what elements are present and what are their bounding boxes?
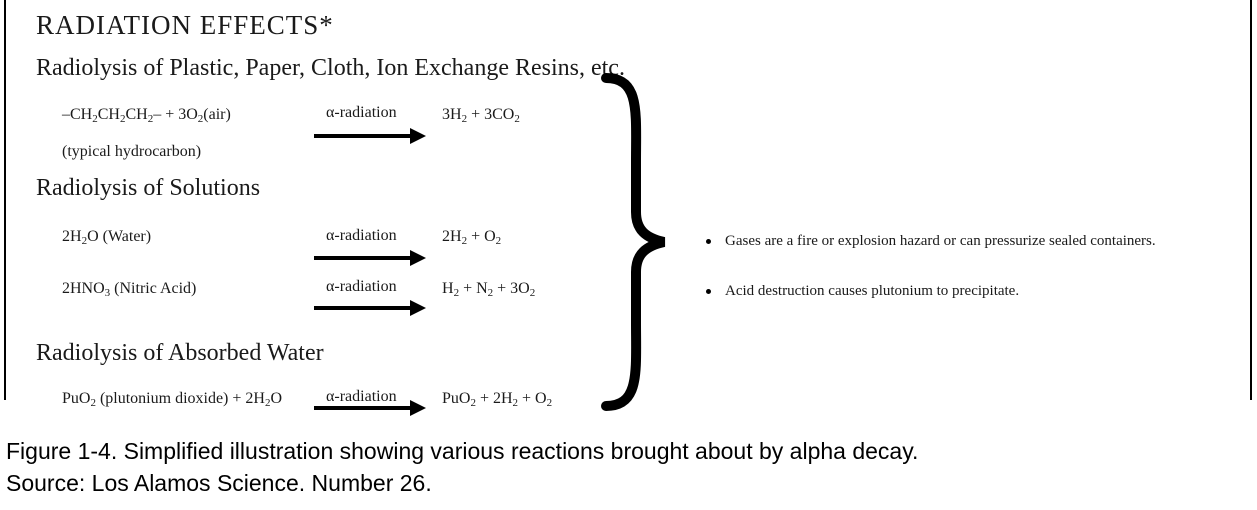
reactant-nitric-acid: 2HNO3 (Nitric Acid) [62, 280, 197, 299]
arrow-label: α-radiation [326, 388, 397, 405]
arrow-label: α-radiation [326, 278, 397, 295]
bullet-icon [706, 289, 711, 295]
product-hydrocarbon: 3H2 + 3CO2 [442, 106, 520, 125]
product-nitric-acid: H2 + N2 + 3O2 [442, 280, 536, 299]
section-heading-plastic: Radiolysis of Plastic, Paper, Cloth, Ion… [36, 55, 625, 81]
reactant-hydrocarbon: –CH2CH2CH2– + 3O2(air) [62, 106, 231, 125]
bullet-text: Gases are a fire or explosion hazard or … [725, 233, 1156, 249]
bullet-text: Acid destruction causes plutonium to pre… [725, 283, 1020, 299]
figure-caption: Figure 1-4. Simplified illustration show… [6, 438, 919, 464]
bullet-item: Gases are a fire or explosion hazard or … [706, 233, 1156, 250]
arrow-label: α-radiation [326, 104, 397, 121]
page-title: RADIATION EFFECTS* [36, 10, 334, 40]
reaction-arrow [314, 250, 426, 266]
reactant-plutonium-dioxide: PuO2 (plutonium dioxide) + 2H2O [62, 390, 283, 409]
bullet-item: Acid destruction causes plutonium to pre… [706, 283, 1019, 300]
section-heading-absorbed: Radiolysis of Absorbed Water [36, 340, 324, 366]
figure-source: Source: Los Alamos Science. Number 26. [6, 470, 432, 496]
product-plutonium-dioxide: PuO2 + 2H2 + O2 [442, 390, 553, 409]
bullet-icon [706, 239, 711, 245]
reaction-arrow [314, 128, 426, 144]
curly-brace-icon [601, 73, 666, 411]
reactant-water: 2H2O (Water) [62, 228, 152, 247]
section-heading-solutions: Radiolysis of Solutions [36, 175, 261, 201]
hydrocarbon-note: (typical hydrocarbon) [62, 143, 202, 160]
reaction-arrow [314, 400, 426, 416]
figure-frame [4, 0, 1252, 400]
reaction-arrow [314, 300, 426, 316]
product-water: 2H2 + O2 [442, 228, 502, 247]
arrow-label: α-radiation [326, 227, 397, 244]
